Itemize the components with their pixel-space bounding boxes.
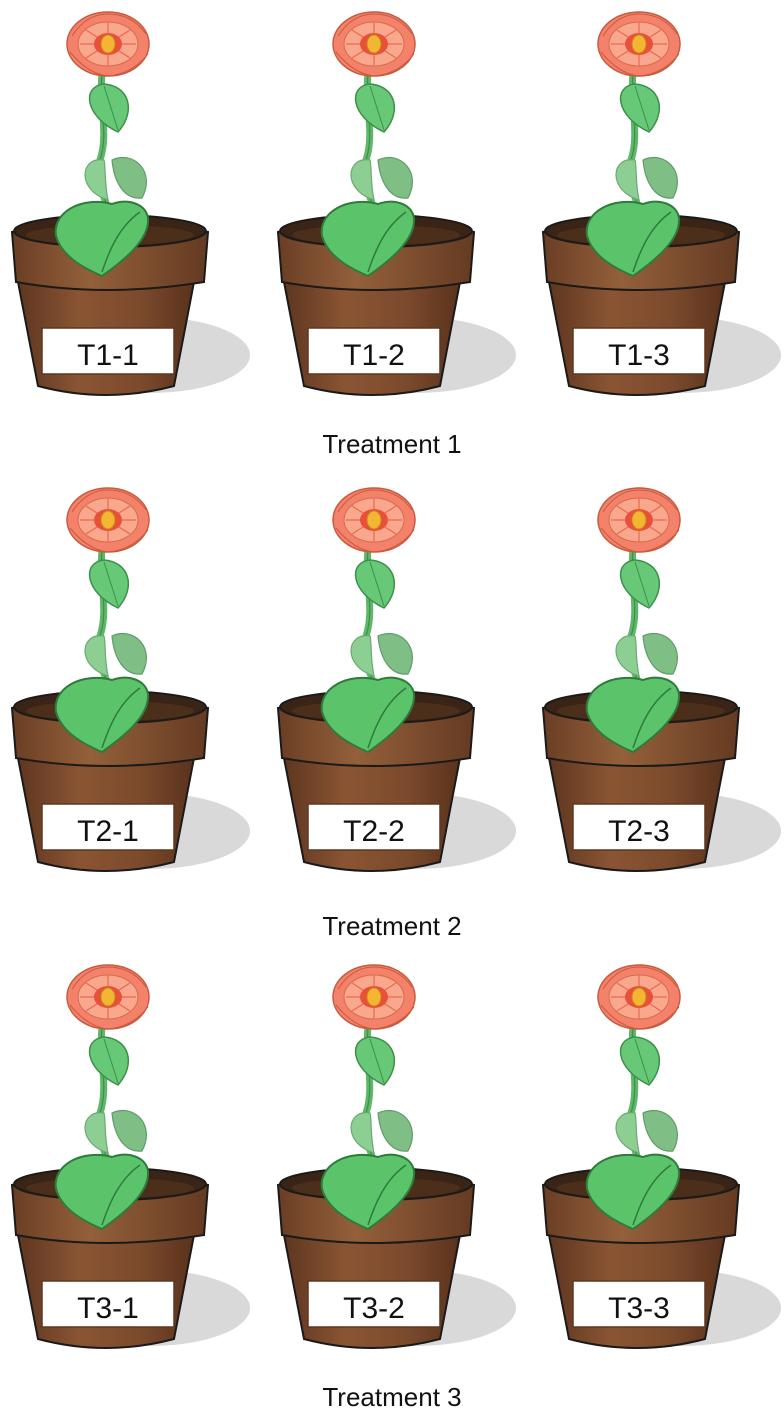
pot-label: T2-1 — [77, 815, 139, 848]
pot-label: T1-2 — [343, 339, 405, 372]
pot-label: T2-3 — [608, 815, 670, 848]
pot-label: T1-1 — [77, 339, 139, 372]
potted-plant: T2-1 — [12, 488, 250, 871]
potted-plant: T2-3 — [543, 488, 781, 871]
potted-plant: T1-1 — [12, 12, 250, 395]
potted-plant: T3-3 — [543, 965, 781, 1348]
treatment-group-2: T2-1 T2-2 T2-3 Treatment 2 — [12, 488, 781, 941]
treatment-caption: Treatment 2 — [322, 911, 461, 941]
treatment-caption: Treatment 3 — [322, 1382, 461, 1412]
treatment-group-1: T1-1 T1-2 T1-3 Treatment 1 — [12, 12, 781, 459]
potted-plant: T2-2 — [278, 488, 516, 871]
pot-label: T3-2 — [343, 1292, 405, 1325]
potted-plant: T3-2 — [278, 965, 516, 1348]
treatment-caption: Treatment 1 — [322, 429, 461, 459]
treatment-group-3: T3-1 T3-2 T3-3 Treatment 3 — [12, 965, 781, 1412]
pot-label: T3-1 — [77, 1292, 139, 1325]
pot-label: T2-2 — [343, 815, 405, 848]
pot-label: T3-3 — [608, 1292, 670, 1325]
potted-plant: T1-3 — [543, 12, 781, 395]
potted-plant: T1-2 — [278, 12, 516, 395]
potted-plant: T3-1 — [12, 965, 250, 1348]
pot-label: T1-3 — [608, 339, 670, 372]
